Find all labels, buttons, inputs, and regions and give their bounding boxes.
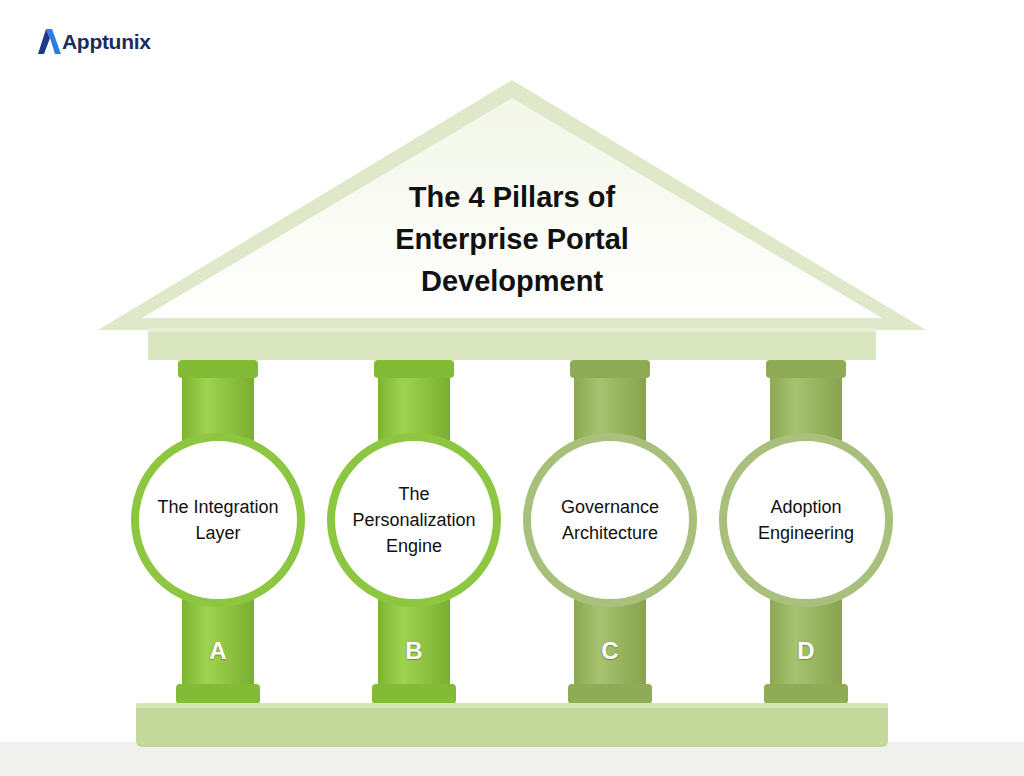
pillar-capital — [374, 360, 454, 378]
roof-face — [142, 98, 882, 318]
pillar-base — [372, 684, 456, 704]
pillar-label: Adoption Engineering — [732, 432, 880, 608]
circle-ring — [527, 437, 693, 603]
pillar-base — [568, 684, 652, 704]
pillar-capital — [766, 360, 846, 378]
beam-edge — [148, 328, 876, 332]
pillar-label: The Integration Layer — [144, 432, 292, 608]
pillar-capital — [570, 360, 650, 378]
circle-ring — [135, 437, 301, 603]
logo-icon — [46, 29, 61, 54]
pillar-circle: The Personalization Engine — [326, 432, 502, 608]
roof — [98, 80, 926, 330]
pillar-letter: D — [792, 636, 820, 666]
pillar-letter: C — [596, 636, 624, 666]
pillar-letter: B — [400, 636, 428, 666]
pillar-letter: A — [204, 636, 232, 666]
pillar-label: The Personalization Engine — [340, 432, 488, 608]
ground — [0, 742, 1024, 776]
beam — [148, 328, 876, 360]
circle-outline — [718, 432, 894, 608]
pillar-capital — [178, 360, 258, 378]
circle-outline — [130, 432, 306, 608]
platform-edge — [136, 703, 888, 708]
pillar-base — [176, 684, 260, 704]
pillar-base — [764, 684, 848, 704]
pillar-circle: Adoption Engineering — [718, 432, 894, 608]
title-text: The 4 Pillars of Enterprise Portal Devel… — [342, 176, 682, 302]
pillar-label: Governance Architecture — [536, 432, 684, 608]
circle-outline — [522, 432, 698, 608]
platform — [136, 703, 888, 747]
logo-text: Apptunix — [62, 30, 151, 54]
pillar-circle: The Integration Layer — [130, 432, 306, 608]
pillar-circle: Governance Architecture — [522, 432, 698, 608]
circle-ring — [723, 437, 889, 603]
